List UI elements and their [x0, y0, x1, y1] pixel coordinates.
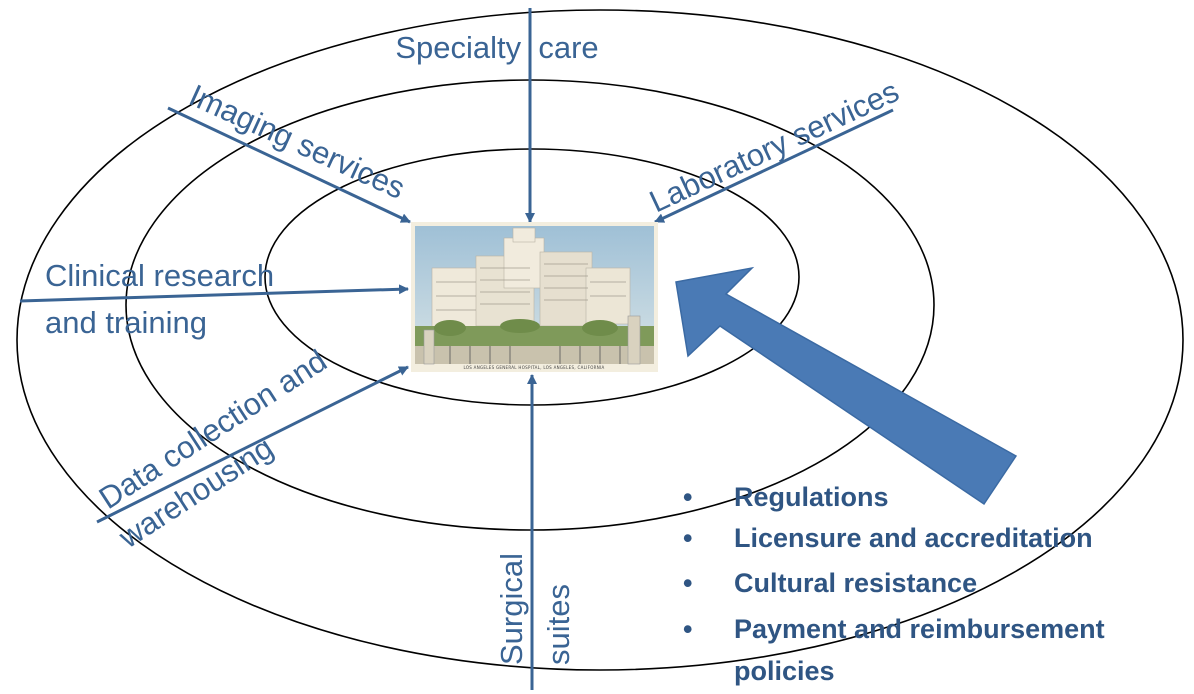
barrier-item: Regulations	[734, 482, 889, 512]
laboratory-services-label: Laboratory services	[644, 73, 904, 219]
bullet-marker: •	[683, 482, 692, 512]
laboratory-services-arrow	[654, 108, 894, 224]
bullet-marker: •	[683, 523, 692, 553]
imaging-services-arrow	[167, 106, 411, 224]
barrier-item-continuation: policies	[734, 656, 835, 686]
clinical-research-label-line1: Clinical research	[45, 258, 274, 293]
bullet-marker: •	[683, 568, 692, 598]
barrier-item: Payment and reimbursement	[734, 614, 1105, 644]
barrier-item: Licensure and accreditation	[734, 523, 1093, 553]
suites-label: suites	[541, 584, 576, 665]
hospital-image: LOS ANGELES GENERAL HOSPITAL, LOS ANGELE…	[411, 222, 658, 372]
clinical-research-arrow	[19, 284, 409, 303]
barrier-item: Cultural resistance	[734, 568, 977, 598]
data-collection-arrow	[96, 365, 409, 524]
barriers-list: • Regulations • Licensure and accreditat…	[683, 482, 1105, 686]
outer-ring	[16, 9, 1184, 671]
image-caption: LOS ANGELES GENERAL HOSPITAL, LOS ANGELE…	[463, 365, 604, 370]
clinical-research-label-line2: and training	[45, 305, 207, 340]
specialty-care-label: Specialty care	[395, 30, 598, 65]
bullet-marker: •	[683, 614, 692, 644]
barriers-big-arrow	[675, 266, 1018, 506]
surgical-label: Surgical	[494, 553, 529, 665]
